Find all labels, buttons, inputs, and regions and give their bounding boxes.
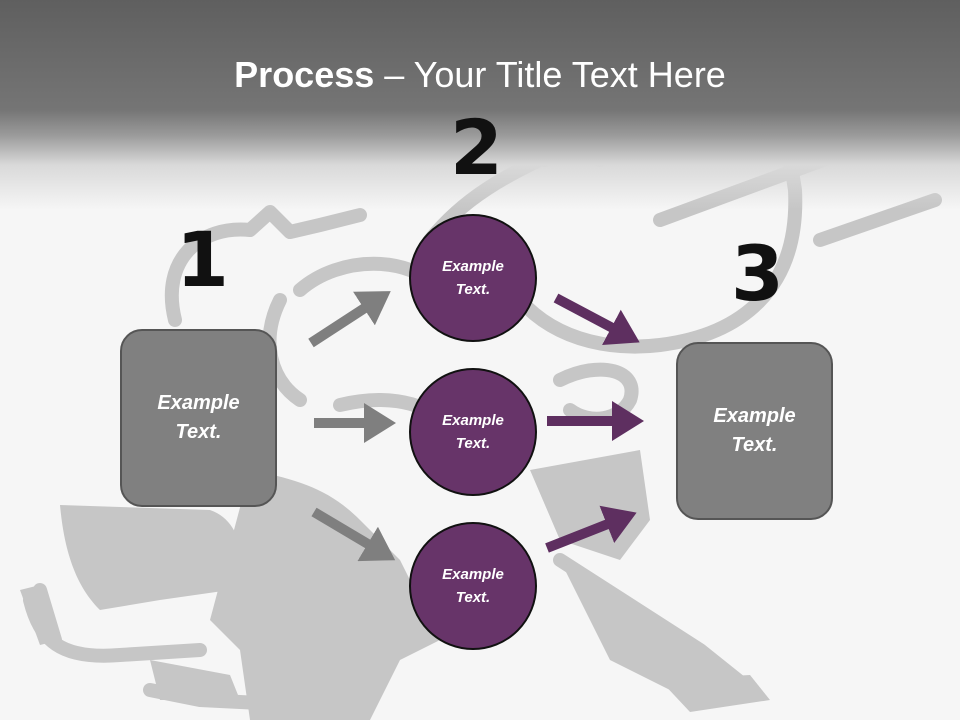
- slide-title: Process – Your Title Text Here: [0, 52, 960, 98]
- arrow-2c-to-3: [545, 505, 637, 553]
- step-1-label: Example Text.: [157, 392, 240, 443]
- title-bold: Process: [234, 54, 375, 95]
- arrow-1-to-2a: [308, 291, 391, 348]
- arrow-2a-to-3: [553, 293, 640, 346]
- header-band: [0, 0, 960, 210]
- circle-bottom-label: Example Text.: [442, 566, 504, 606]
- step-2-circle-top: Example Text.: [409, 214, 537, 342]
- step-3-label: Example Text.: [713, 405, 796, 456]
- step-number-2: 2: [450, 103, 503, 192]
- circle-middle-label: Example Text.: [442, 412, 504, 452]
- step-number-1: 1: [176, 215, 229, 304]
- step-3-box: Example Text.: [676, 342, 833, 520]
- arrow-1-to-2c: [311, 507, 396, 562]
- step-number-3: 3: [731, 229, 784, 318]
- circle-top-label: Example Text.: [442, 258, 504, 298]
- step-2-circle-bottom: Example Text.: [409, 522, 537, 650]
- step-2-circle-middle: Example Text.: [409, 368, 537, 496]
- step-1-box: Example Text.: [120, 329, 277, 507]
- title-rest: – Your Title Text Here: [374, 54, 726, 95]
